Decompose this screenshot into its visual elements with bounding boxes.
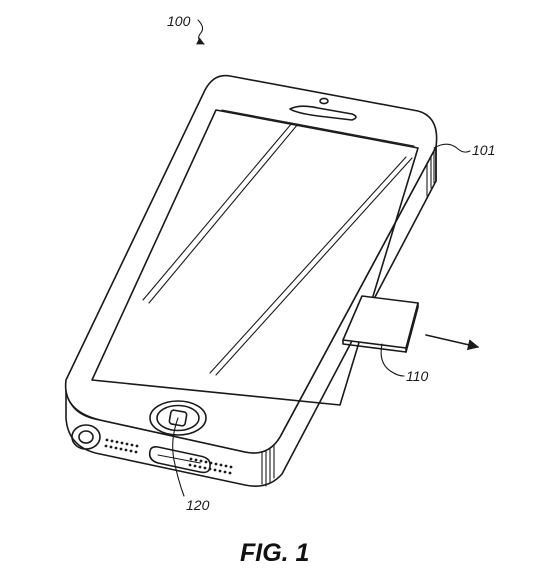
ref-housing: 101	[433, 142, 495, 158]
bottom-ports	[71, 424, 233, 475]
corner-hatching	[261, 147, 435, 487]
headphone-jack	[71, 424, 101, 450]
ref-assembly: 100	[167, 13, 205, 45]
ref-button: 120	[172, 417, 210, 513]
display-screen	[91, 109, 419, 406]
ref-tray: 110	[380, 343, 429, 384]
connector-port	[148, 446, 211, 474]
speaker-grille-right	[188, 457, 233, 475]
earpiece	[289, 97, 357, 121]
device-front-face	[64, 74, 438, 454]
ref-label-100: 100	[167, 13, 191, 29]
home-button[interactable]	[149, 400, 207, 436]
ref-label-120: 120	[186, 497, 210, 513]
ejection-arrow	[425, 334, 480, 351]
ref-label-101: 101	[472, 142, 495, 158]
sim-tray[interactable]	[342, 295, 419, 353]
speaker-grille-left	[104, 438, 139, 454]
ref-label-110: 110	[406, 368, 429, 384]
figure-caption: FIG. 1	[240, 539, 309, 567]
